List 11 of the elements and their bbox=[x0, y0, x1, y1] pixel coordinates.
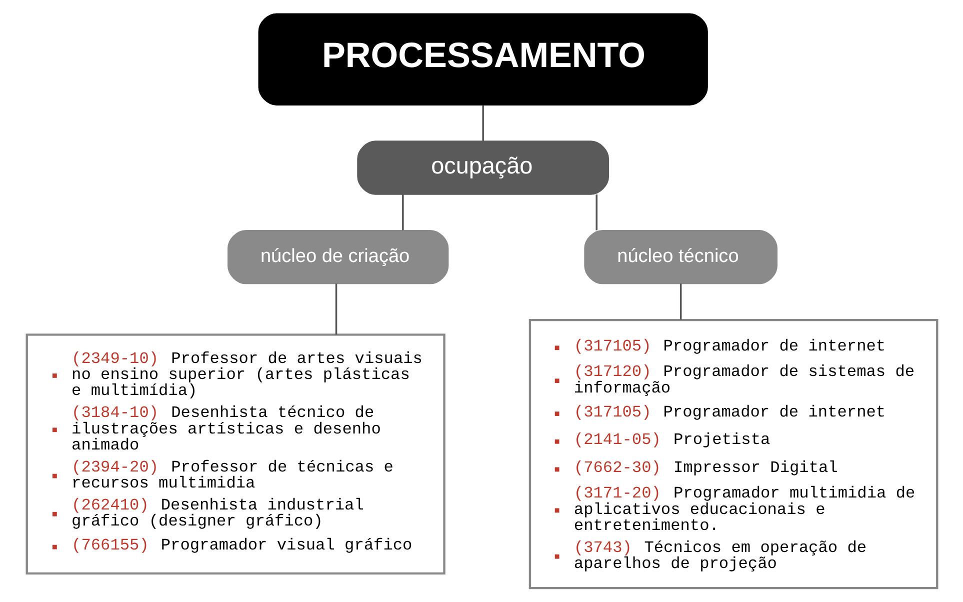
connector bbox=[679, 284, 682, 320]
connector bbox=[595, 194, 597, 230]
connector bbox=[402, 194, 404, 230]
node-box: PROCESSAMENTO bbox=[258, 13, 708, 106]
node-box: núcleo técnico bbox=[584, 230, 777, 284]
node-box: núcleo de criação bbox=[227, 230, 448, 284]
node-box: (2349-10) Professor de artes visuais no ensino superior (artes plásticas e multimídia) (3184-10) Desenhista técnico de ilustrações artísticas e desenho animado (2394-20) Professor de técnicas e recursos multimidia (262410) Desenhista industrial gráfico (designer gráfico) (766155) Programador visual gráfico bbox=[25, 334, 445, 575]
node-box: ocupação bbox=[356, 140, 609, 195]
connector bbox=[334, 284, 337, 335]
connector bbox=[482, 105, 484, 142]
node-box: (317105) Programador de internet (317120) Programador de sistemas de informação (317105) Programador de internet (2141-05) Projetista (7662-30) Impressor Digital (3171-20) Programador multimidia de aplicativos educacionais e entretenimento. (3743) Técnicos em operação de aparelhos de projeção bbox=[528, 318, 938, 590]
